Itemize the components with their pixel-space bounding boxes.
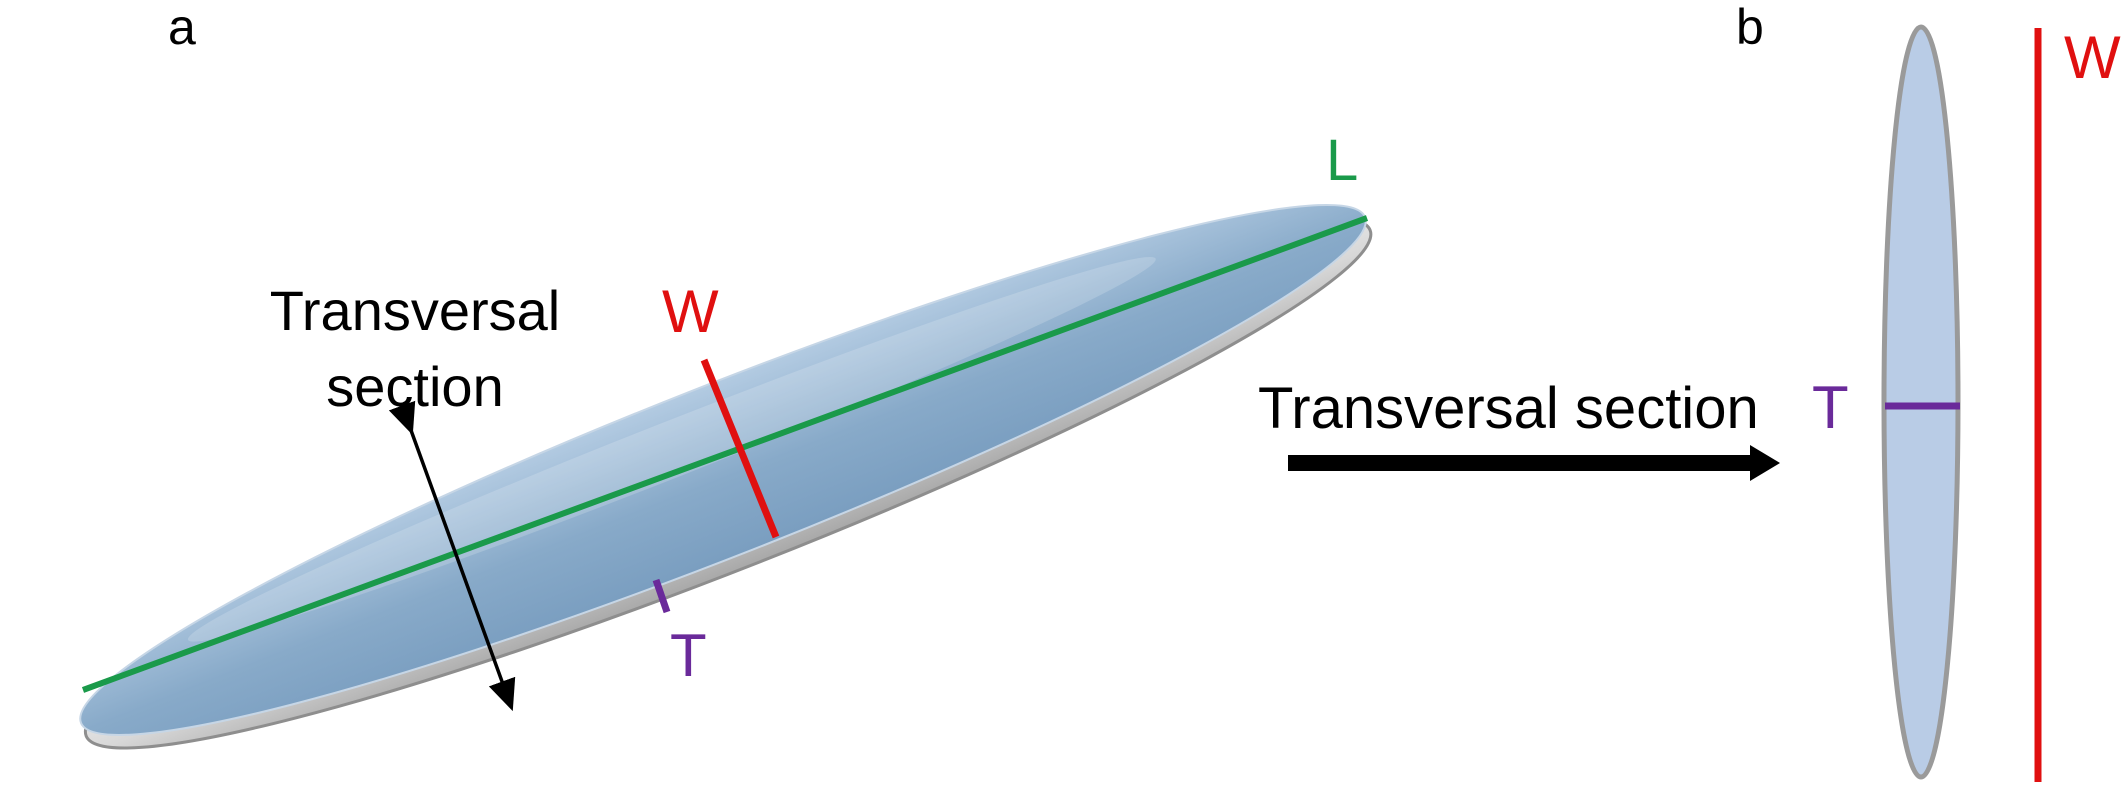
cross-section-width-label: W (2064, 24, 2121, 91)
width-label: W (662, 278, 719, 345)
length-label: L (1326, 128, 1358, 193)
panel-a-label: a (168, 0, 196, 55)
big-arrow-head (1750, 445, 1780, 481)
width-line (700, 358, 780, 539)
ellipsoid-body (79, 204, 1373, 750)
thickness-label: T (670, 622, 707, 689)
transversal-label-line1: Transversal (270, 279, 560, 342)
panel-b-label: b (1736, 0, 1764, 55)
arrow-label: Transversal section (1258, 376, 1759, 441)
thickness-line (652, 578, 671, 614)
transversal-section-arrow (388, 400, 516, 712)
length-line (81, 215, 1369, 693)
cross-section-thickness-label: T (1812, 374, 1849, 441)
cross-section-shape (1881, 24, 1961, 780)
transversal-label-line2: section (326, 355, 503, 418)
